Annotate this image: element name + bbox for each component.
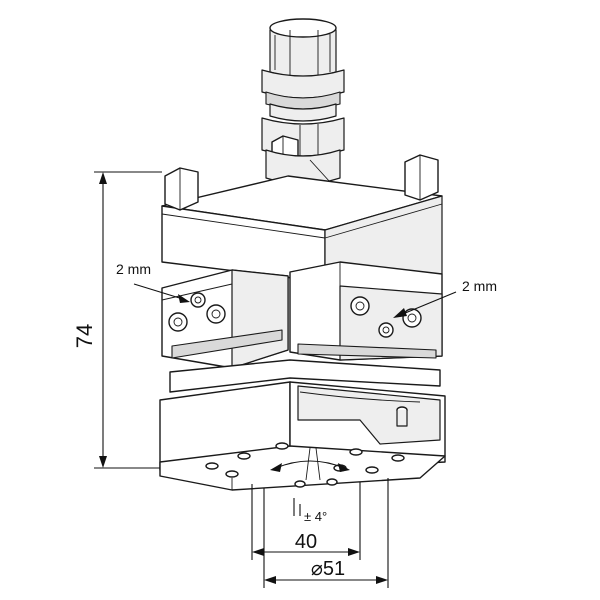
middle-block [161, 261, 443, 393]
width-dimension-label: 40 [295, 531, 317, 553]
bottom-base [159, 381, 446, 491]
diameter-dimension-label: ⌀51 [311, 558, 345, 580]
dimension-width [251, 482, 361, 560]
height-dimension-label: 74 [72, 324, 97, 348]
tilt-indicator [270, 460, 350, 516]
callout-right [393, 291, 457, 318]
dimension-diameter [263, 478, 389, 588]
top-knob [261, 18, 345, 185]
callout-left [133, 283, 190, 303]
dimension-height [94, 171, 162, 469]
screw-left-label: 2 mm [116, 261, 151, 277]
top-plate [161, 154, 443, 283]
tilt-label: ± 4° [304, 509, 327, 524]
screw-right-label: 2 mm [462, 278, 497, 294]
